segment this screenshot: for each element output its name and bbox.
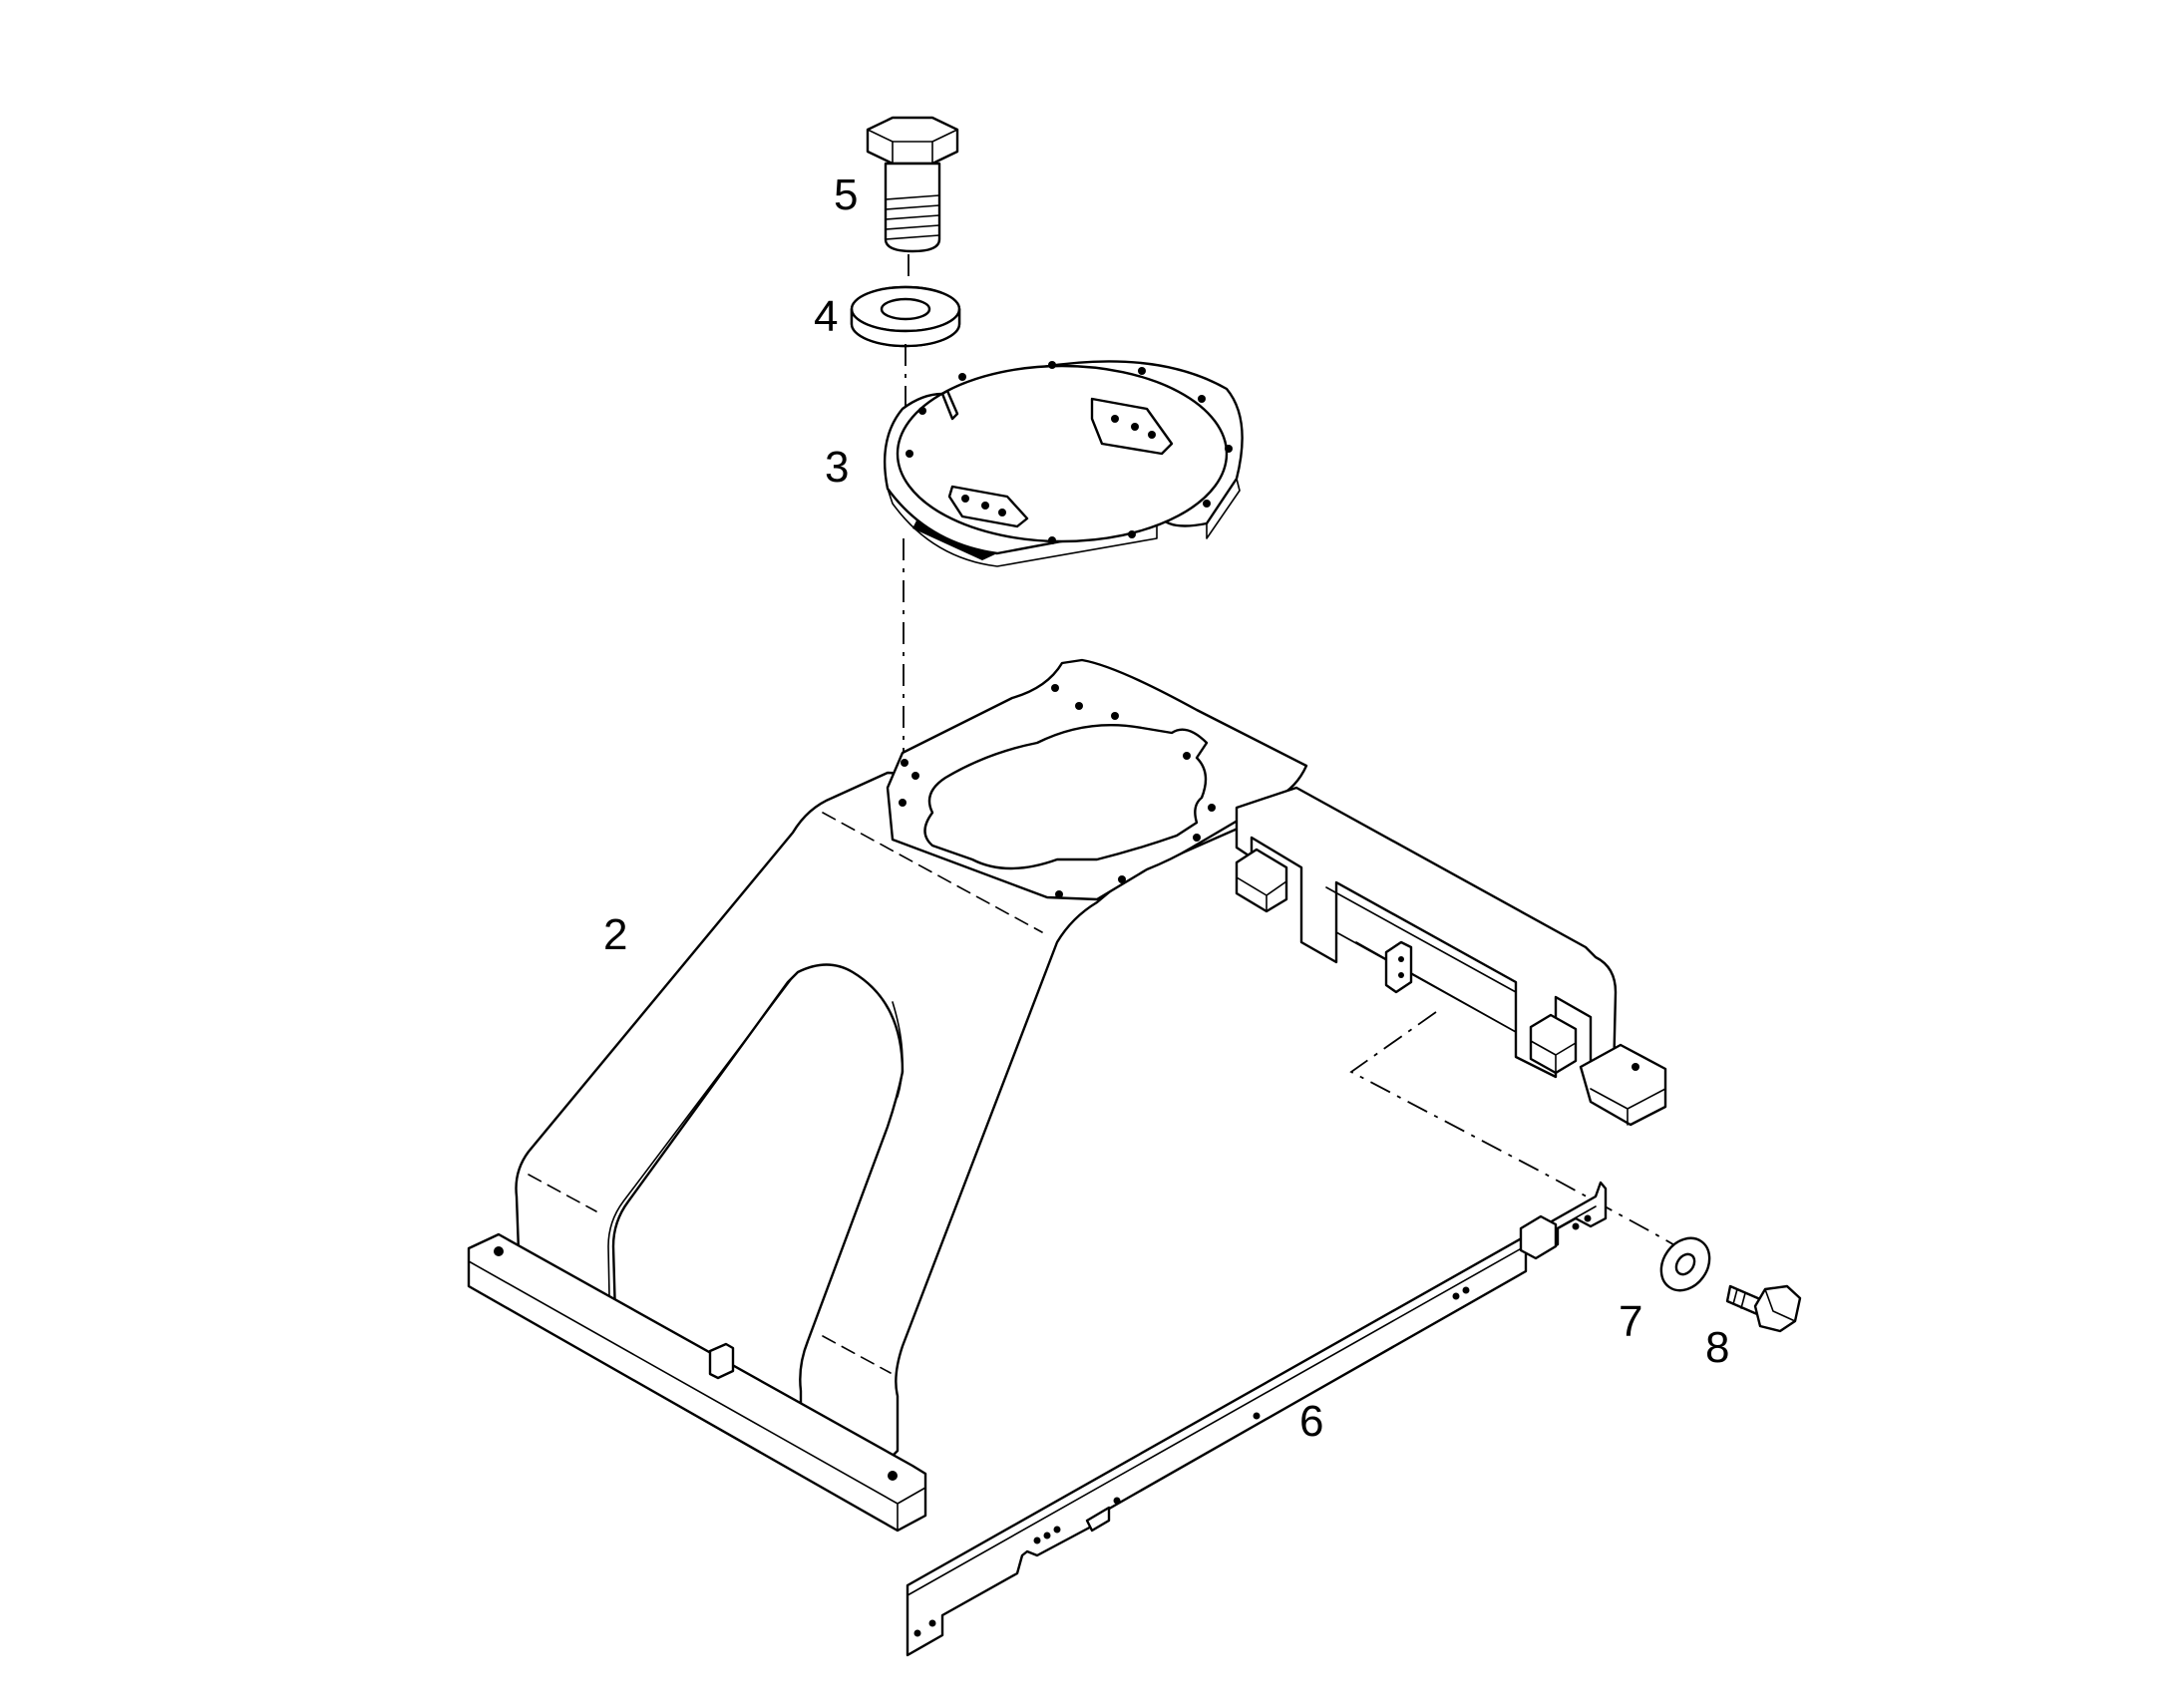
part-8-hex-bolt (1725, 1284, 1802, 1333)
callout-2: 2 (603, 910, 627, 959)
callout-7: 7 (1619, 1297, 1642, 1346)
callout-6: 6 (1299, 1397, 1323, 1446)
part-2-frame (467, 658, 1667, 1533)
part-4-washer (850, 285, 961, 348)
part-3-split-ring (883, 360, 1244, 567)
callout-4: 4 (814, 292, 838, 341)
callout-3: 3 (825, 443, 849, 492)
part-5-hex-bolt (866, 116, 959, 253)
part-6-rail (906, 1181, 1608, 1657)
callout-5: 5 (834, 171, 858, 219)
callout-8: 8 (1705, 1323, 1729, 1372)
part-7-washer (1659, 1236, 1711, 1292)
